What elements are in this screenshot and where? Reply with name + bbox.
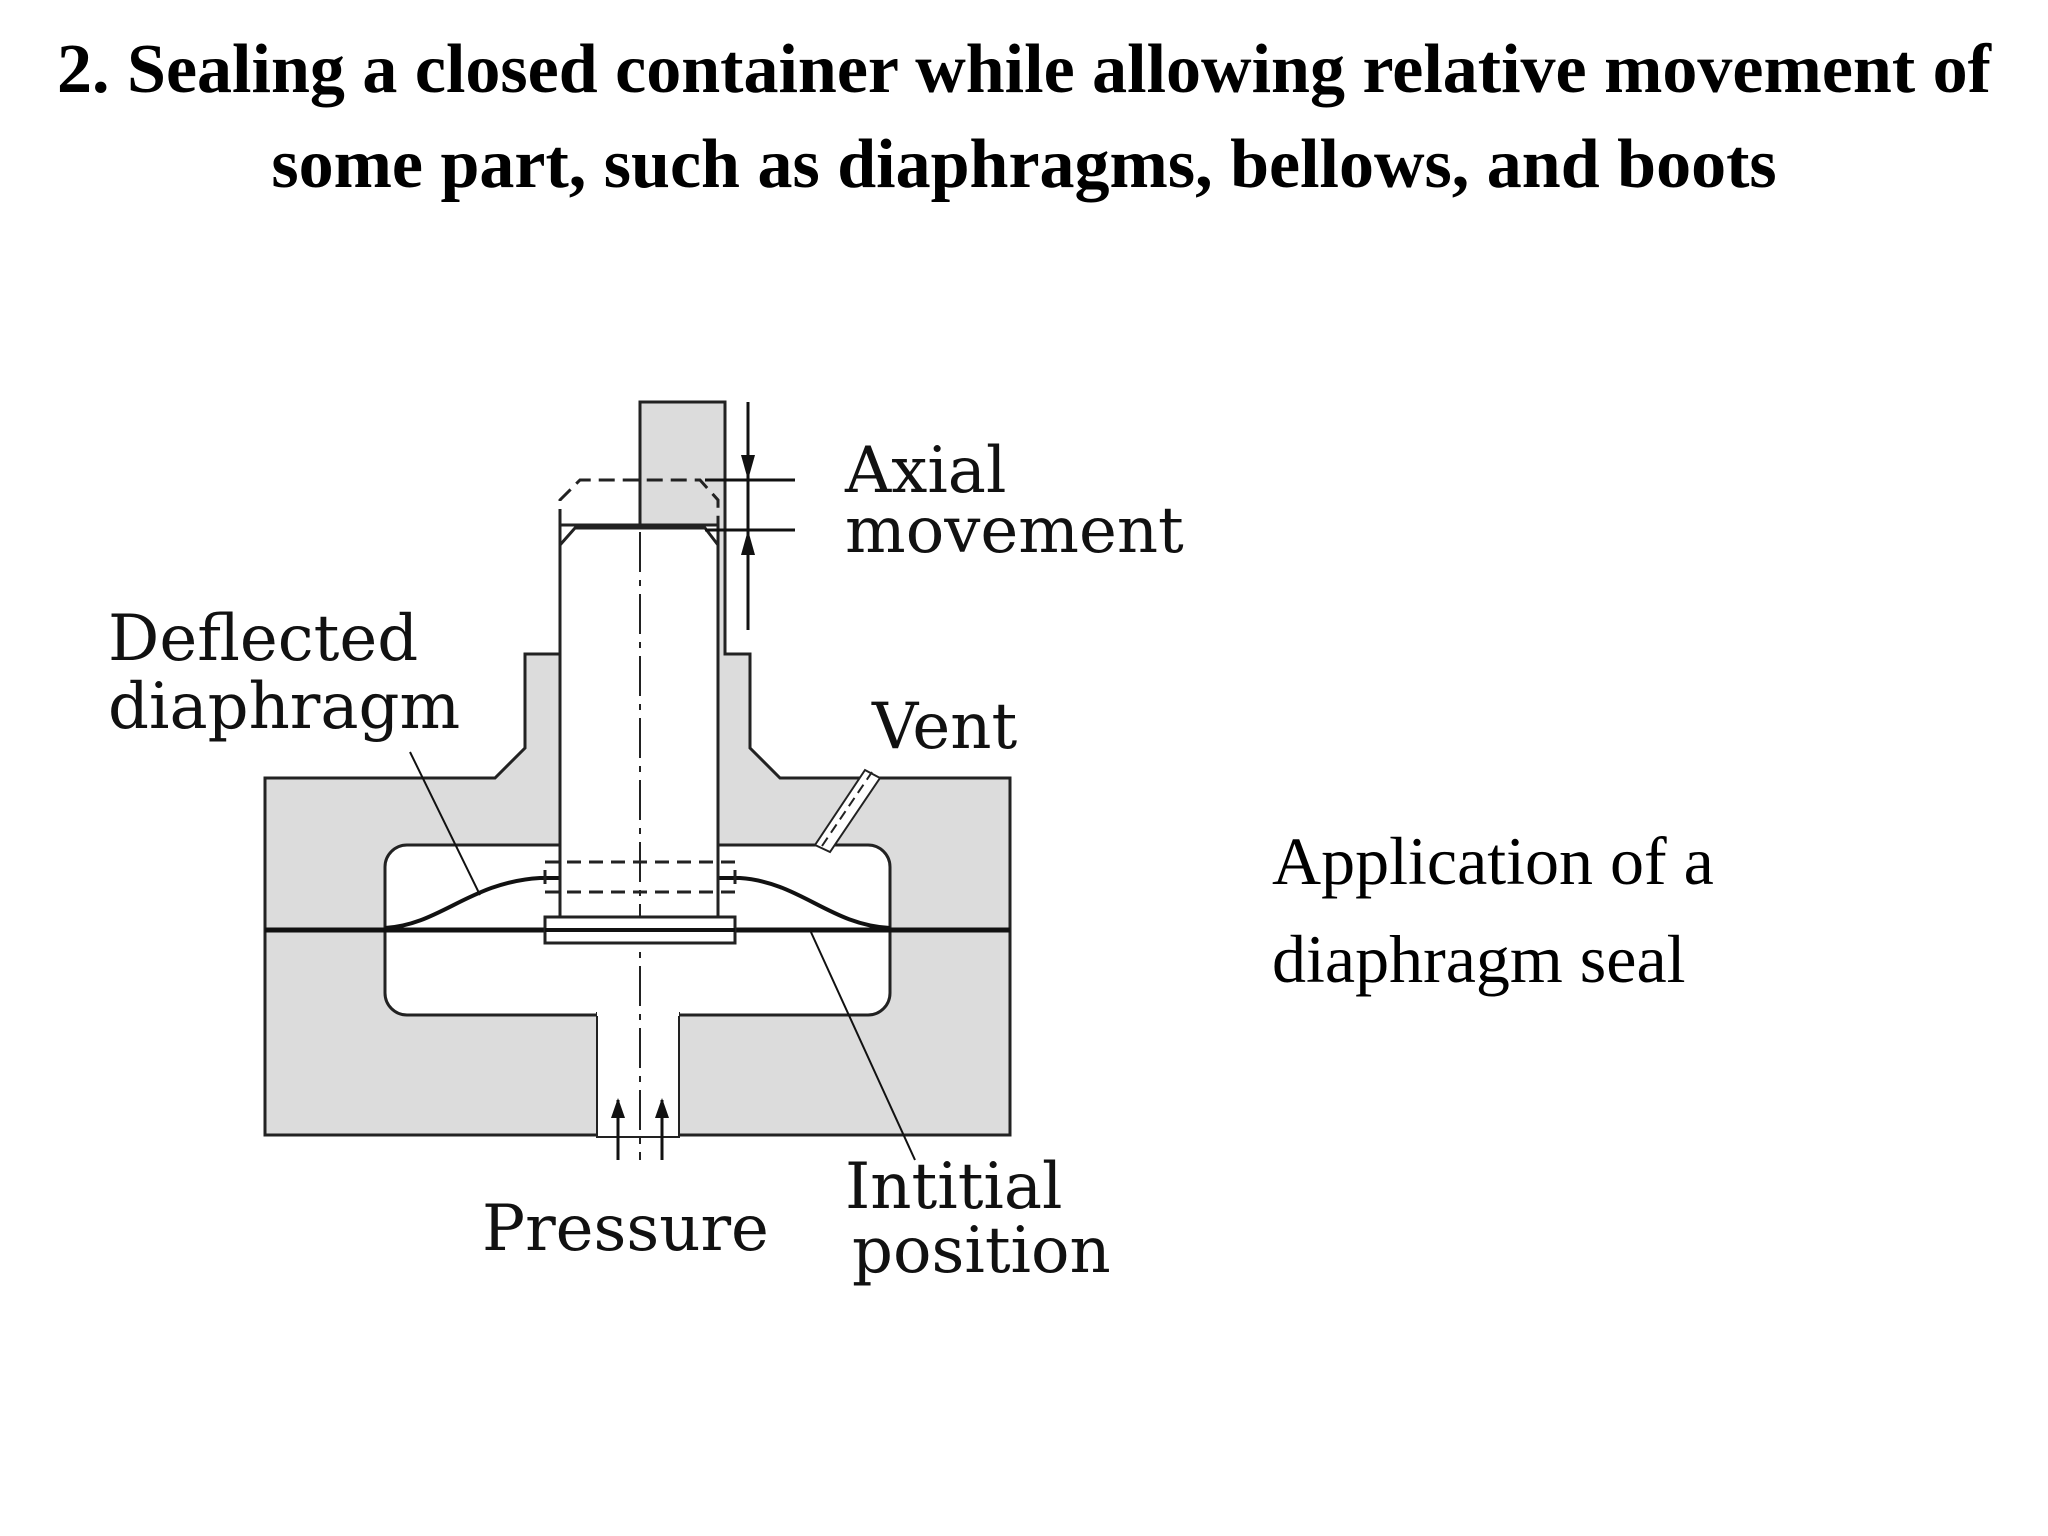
initial-label-line1: Intitial [845,1150,1063,1224]
pressure-label: Pressure [482,1192,769,1266]
deflected-plate [543,860,737,894]
slide-title: 2. Sealing a closed container while allo… [57,31,1991,203]
axial-label-line2: movement [845,494,1184,568]
initial-leader [809,929,916,1161]
axial-movement-dimension [705,402,795,630]
axial-label-line1: Axial [844,434,1006,508]
diagram-caption: Application of a diaphragm seal [1272,812,1972,1008]
plunger-head-dashed [558,478,720,525]
deflected-label-line2: diaphragm [108,670,460,744]
caption-line1: Application of a [1272,823,1714,899]
initial-label-line2: position [852,1214,1111,1288]
deflected-leader [409,751,481,896]
pressure-port [596,1012,680,1138]
pressure-arrows [611,1098,669,1160]
vent-label: Vent [871,690,1017,764]
caption-line2: diaphragm seal [1272,921,1686,997]
deflected-label-line1: Deflected [108,602,418,676]
